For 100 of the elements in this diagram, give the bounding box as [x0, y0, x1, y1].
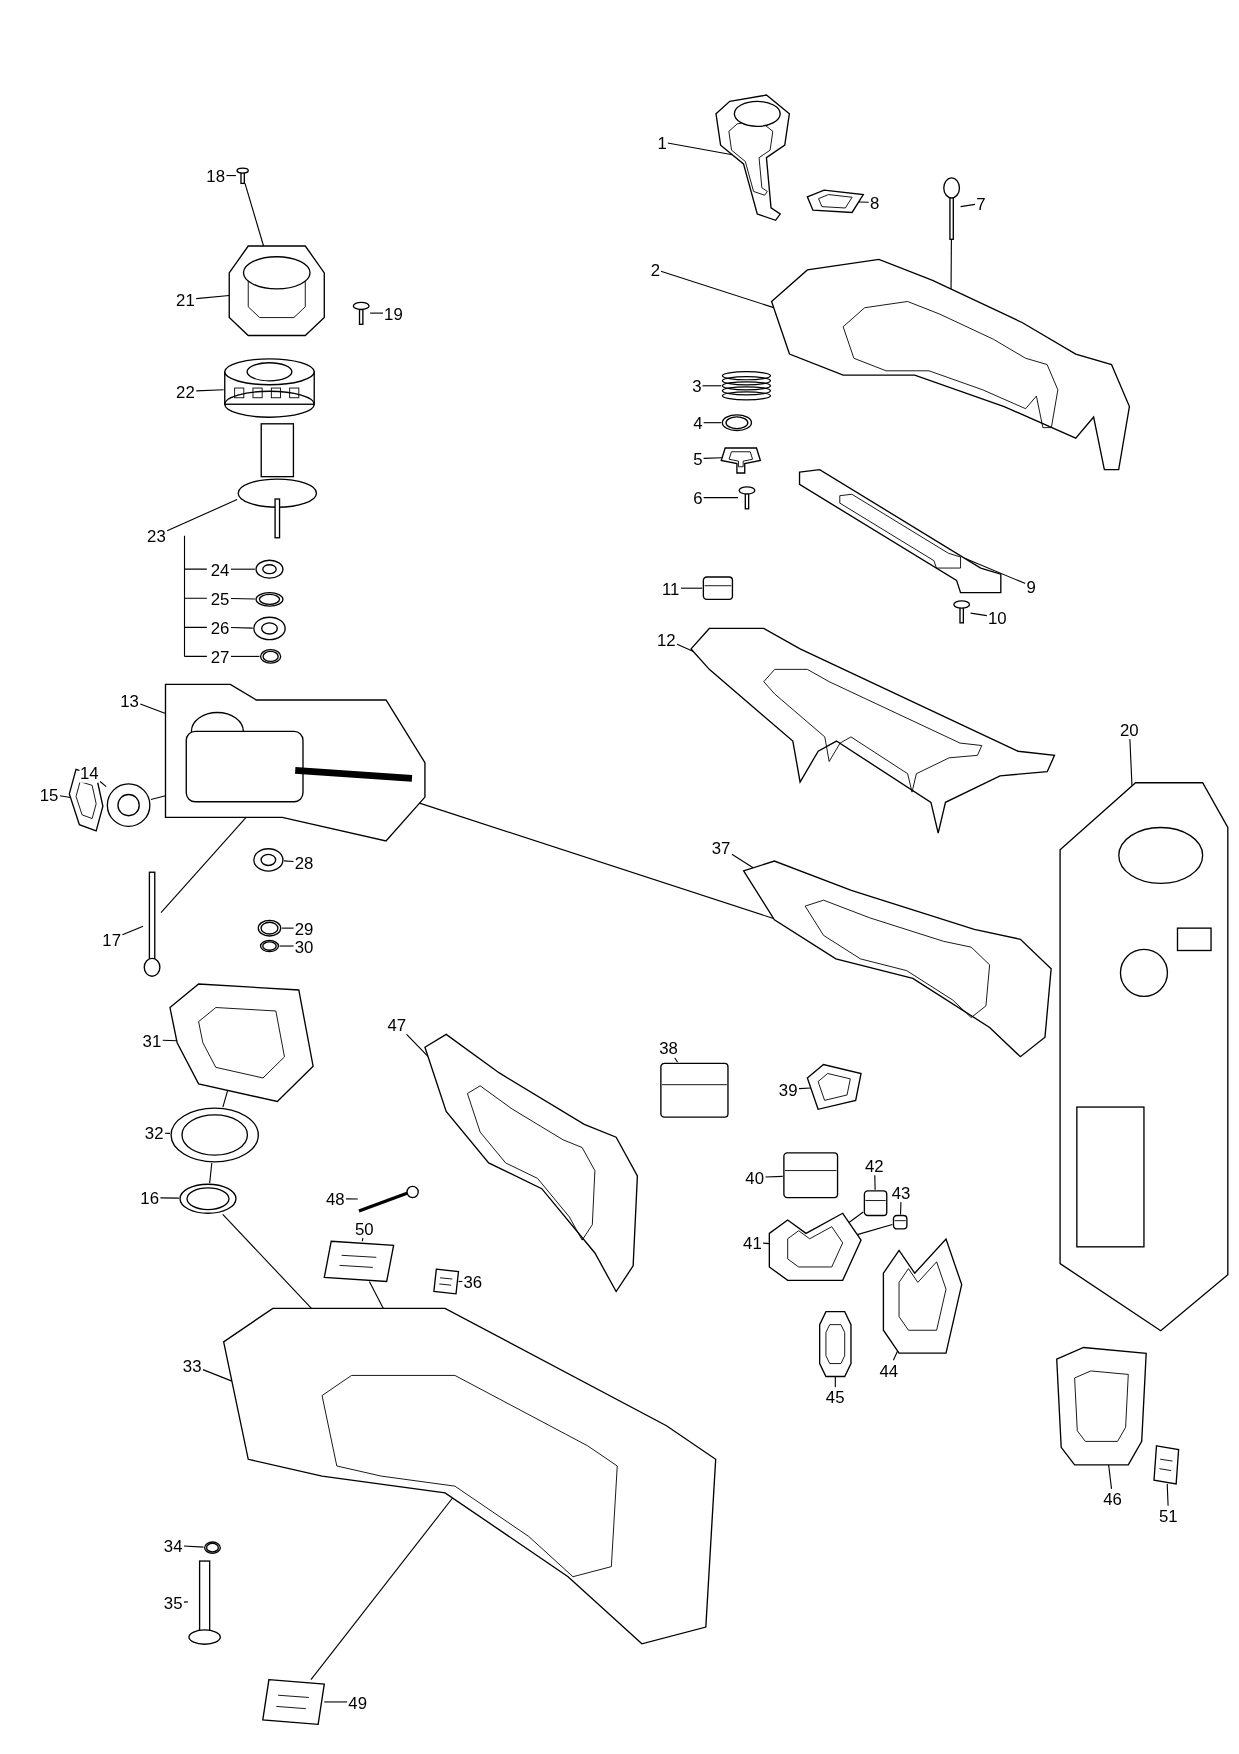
screw-drawing — [357, 1185, 420, 1214]
housing-drawing — [424, 1034, 638, 1292]
assembly-line — [419, 802, 775, 920]
rubber-drawing — [819, 1311, 851, 1377]
part-drawing — [892, 1214, 908, 1231]
leader-line — [764, 1175, 784, 1178]
assembly-line — [244, 182, 265, 247]
assembly-line — [209, 1162, 213, 1184]
housing-drawing — [771, 259, 1130, 470]
leader-line — [230, 655, 260, 657]
leader-line — [731, 853, 754, 869]
part-drawing — [863, 1189, 888, 1217]
spring-drawing — [721, 369, 772, 403]
assembly-line — [848, 1211, 864, 1223]
sleeve-drawing — [223, 355, 316, 421]
leader-line — [281, 927, 295, 929]
rotor-drawing — [237, 422, 318, 541]
housing-drawing — [223, 1308, 716, 1644]
assembly-line — [222, 1213, 312, 1309]
ring-drawing — [259, 939, 280, 953]
ring-drawing — [259, 648, 282, 665]
screw-drawing — [235, 167, 250, 184]
assembly-line — [950, 238, 952, 290]
leader-line — [834, 1376, 836, 1388]
callout-number: 44 — [878, 1360, 900, 1380]
cover-drawing — [169, 984, 314, 1102]
bracket-drawing — [1056, 1347, 1147, 1465]
holder-drawing — [769, 1213, 862, 1281]
leader-line — [345, 1198, 359, 1200]
leader-line — [960, 203, 976, 208]
sticker-drawing — [262, 1679, 325, 1725]
leader-line — [660, 270, 775, 309]
ring-drawing — [257, 919, 282, 938]
leader-line — [673, 1056, 679, 1063]
button-drawing — [807, 190, 864, 213]
holder-drawing — [883, 1239, 962, 1354]
leader-line — [225, 175, 237, 177]
lever-drawing — [799, 469, 1001, 593]
leader-line — [159, 1197, 180, 1199]
leader-line — [230, 627, 254, 629]
leader-line — [702, 497, 739, 499]
leader-line — [59, 795, 71, 799]
leader-line — [970, 612, 988, 617]
leader-line — [701, 385, 722, 387]
leader-line — [874, 1174, 876, 1191]
leader-line — [162, 1039, 178, 1042]
cap-drawing — [807, 1064, 862, 1110]
leader-line — [680, 587, 703, 589]
sticker-drawing — [1154, 1445, 1179, 1484]
assembly-line — [856, 1223, 893, 1236]
leader-line — [892, 1350, 899, 1361]
ring-drawing — [169, 1107, 260, 1163]
assembly-line — [222, 1089, 229, 1108]
leader-line — [457, 1280, 463, 1283]
leader-line — [1108, 1464, 1113, 1490]
ring-drawing — [254, 591, 285, 608]
leader-line — [798, 1087, 812, 1090]
leader-line — [99, 780, 107, 788]
clip-drawing — [69, 769, 103, 831]
bearing-drawing — [252, 847, 285, 873]
part-drawing — [782, 1151, 839, 1199]
ring-drawing — [178, 1183, 238, 1215]
leader-line — [667, 142, 733, 156]
leader-line — [702, 422, 722, 424]
leader-line — [230, 568, 256, 570]
leader-line — [361, 1236, 364, 1242]
leader-line — [323, 1701, 348, 1703]
housing-drawing — [743, 861, 1052, 1057]
leader-line — [202, 1369, 233, 1382]
frame-drawing — [691, 628, 1055, 834]
sticker-drawing — [324, 1241, 394, 1282]
leader-line — [166, 498, 238, 532]
screw-drawing — [952, 600, 971, 623]
gear-housing-assembly-drawing — [165, 684, 425, 841]
leader-line — [702, 457, 723, 459]
leader-line — [279, 945, 295, 947]
leader-line — [283, 860, 295, 863]
leader-line — [139, 703, 167, 715]
ring-drawing — [106, 782, 151, 828]
leader-line — [164, 1132, 171, 1134]
leader-line — [858, 201, 870, 203]
leader-line — [963, 557, 1026, 585]
leader-line — [899, 1201, 902, 1215]
screw-drawing — [352, 301, 371, 325]
bearing-drawing — [252, 616, 287, 641]
leader-line — [195, 389, 225, 392]
leader-line — [1166, 1483, 1169, 1507]
assembly-line — [150, 795, 167, 800]
screw-drawing — [738, 486, 756, 509]
screw-drawing — [942, 176, 961, 240]
leader-line — [369, 312, 384, 314]
nut-drawing — [254, 559, 285, 580]
leader-line — [183, 1545, 205, 1548]
leader-line — [121, 925, 144, 936]
leader-line — [230, 597, 256, 600]
assembly-line — [310, 1497, 454, 1681]
sticker-drawing — [433, 1269, 459, 1294]
ring-drawing — [203, 1540, 222, 1555]
leader-line — [405, 1033, 429, 1057]
ring-drawing — [721, 413, 753, 432]
